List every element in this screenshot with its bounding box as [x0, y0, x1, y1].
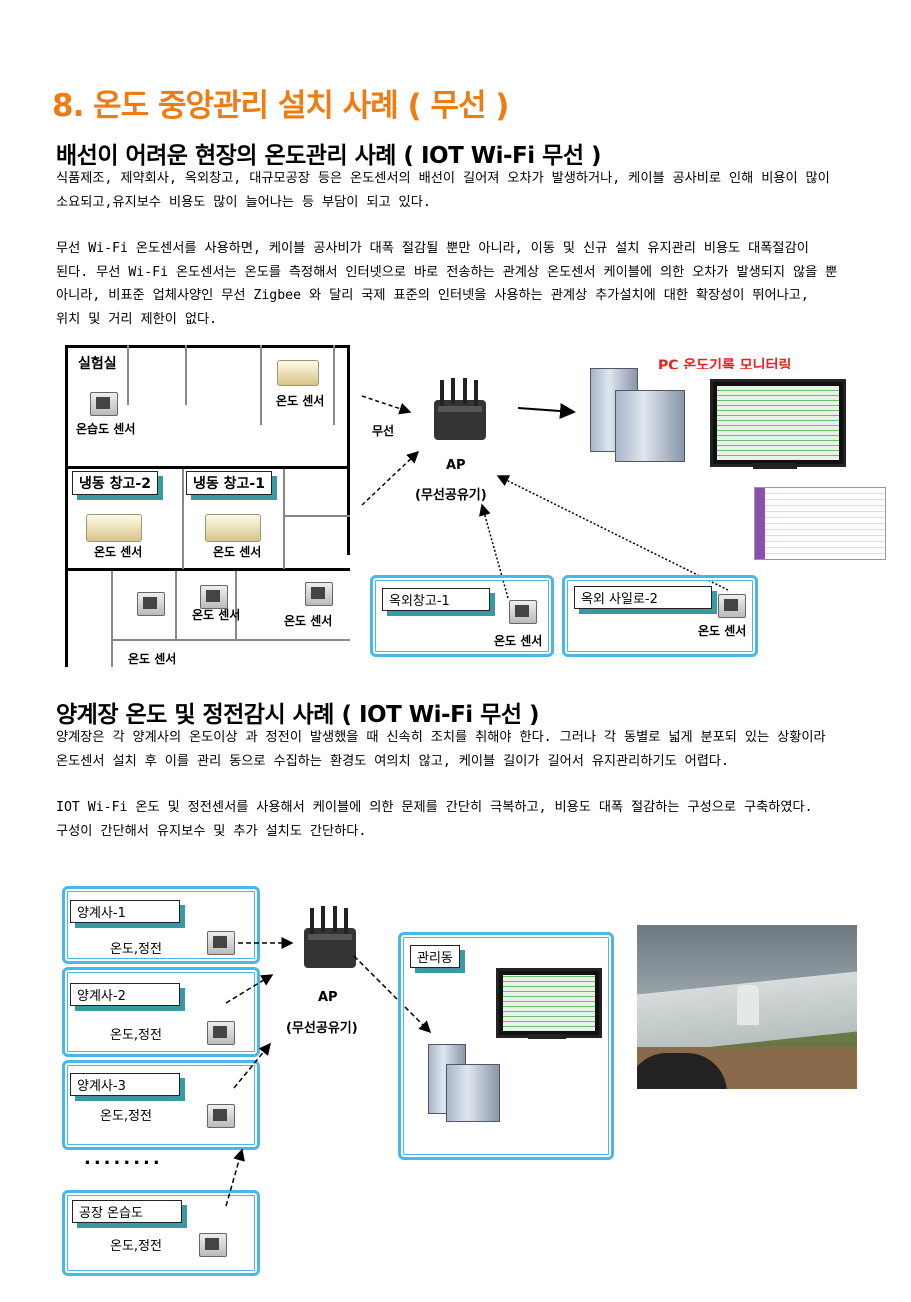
sensor-icon [207, 1104, 235, 1128]
section1-para2: 무선 Wi-Fi 온도센서를 사용하면, 케이블 공사비가 대폭 절감될 뿐만 … [56, 241, 838, 327]
ap-sub-label: (무선공유기) [415, 488, 487, 503]
management-tag: 관리동 [410, 945, 460, 968]
management-panel [398, 932, 614, 1160]
sensor-label: 온도 센서 [698, 624, 747, 638]
section2-text: 양계장은 각 양계사의 온도이상 과 정전이 발생했을 때 신속히 조치를 취해… [56, 726, 841, 843]
factory-panel [62, 1190, 260, 1276]
freezer1-tag: 냉동 창고-1 [186, 471, 272, 495]
factory-sensor-label: 온도,정전 [110, 1239, 162, 1254]
sensor-device-icon [205, 514, 261, 542]
freezer2-tag: 냉동 창고-2 [72, 471, 158, 495]
sensor-label: 온도 센서 [128, 652, 177, 666]
sensor-label: 온도 센서 [276, 394, 325, 408]
ap2-sub-label: (무선공유기) [286, 1021, 358, 1036]
house2-tag: 양계사-2 [70, 983, 180, 1006]
house2-sensor-label: 온도,정전 [110, 1028, 162, 1043]
house3-tag: 양계사-3 [70, 1073, 180, 1096]
sensor-icon [199, 1233, 227, 1257]
section2-heading: 양계장 온도 및 정전감시 사례 ( IOT Wi-Fi 무선 ) [56, 702, 540, 728]
diagram2-arrows [225, 937, 432, 1207]
ap2-label: AP [318, 990, 338, 1005]
monitor-stand [753, 463, 797, 469]
page-title: 8. 온도 중앙관리 설치 사례 ( 무선 ) [52, 88, 509, 124]
wireless-label: 무선 [372, 424, 395, 438]
sensor-label: 온도 센서 [284, 614, 333, 628]
section2-para1: 양계장은 각 양계사의 온도이상 과 정전이 발생했을 때 신속히 조치를 취해… [56, 730, 826, 769]
pc-case-icon [446, 1064, 500, 1122]
monitor-stand [528, 1034, 566, 1039]
house1-tag: 양계사-1 [70, 900, 180, 923]
sensor-icon [207, 931, 235, 955]
lab-label: 실험실 [78, 356, 117, 372]
screenshot-thumbnail [754, 487, 886, 560]
sensor-label: 온도 센서 [213, 545, 262, 559]
house3-sensor-label: 온도,정전 [100, 1109, 152, 1124]
poultry-farm-photo [637, 925, 857, 1089]
monitor-icon [496, 968, 602, 1038]
diagram1-arrows [361, 395, 729, 599]
sensor-icon [305, 582, 333, 606]
outdoor1-tag: 옥외창고-1 [382, 588, 490, 611]
sensor-label: 온도 센서 [494, 634, 543, 648]
house3-panel [62, 1060, 260, 1150]
sensor-icon [137, 592, 165, 616]
pc-case-icon [615, 390, 685, 462]
router-icon [304, 906, 356, 968]
outdoor-warehouse-panel [370, 575, 554, 657]
house1-sensor-label: 온도,정전 [110, 942, 162, 957]
sensor-label: 온도 센서 [192, 608, 241, 622]
section1-heading: 배선이 어려운 현장의 온도관리 사례 ( IOT Wi-Fi 무선 ) [56, 143, 602, 169]
outdoor-silo-panel [562, 575, 758, 657]
sensor-icon [207, 1021, 235, 1045]
sensor-icon [509, 600, 537, 624]
section1-text: 식품제조, 제약회사, 옥외창고, 대규모공장 등은 온도센서의 배선이 길어져… [56, 167, 841, 331]
router-icon [434, 378, 486, 440]
more-dots: ........ [84, 1148, 163, 1169]
humidity-sensor-icon [90, 392, 118, 416]
sensor-icon [718, 594, 746, 618]
ap-label: AP [446, 458, 466, 473]
humidity-sensor-label: 온습도 센서 [76, 422, 136, 436]
house1-panel [62, 886, 260, 964]
outdoor2-tag: 옥외 사일로-2 [574, 586, 712, 609]
spacer [56, 773, 841, 796]
monitor-icon [710, 379, 846, 467]
house2-panel [62, 967, 260, 1057]
factory-tag: 공장 온습도 [72, 1200, 182, 1223]
sensor-label: 온도 센서 [94, 545, 143, 559]
floor-plan [65, 345, 350, 667]
sensor-device-icon [277, 360, 319, 386]
section2-para2: IOT Wi-Fi 온도 및 정전센서를 사용해서 케이블에 의한 문제를 간단… [56, 800, 813, 839]
sensor-device-icon [86, 514, 142, 542]
section1-para1: 식품제조, 제약회사, 옥외창고, 대규모공장 등은 온도센서의 배선이 길어져… [56, 171, 830, 210]
pc-monitoring-label: PC 온도기록 모니터링 [658, 358, 792, 369]
sensor-icon [200, 585, 228, 609]
